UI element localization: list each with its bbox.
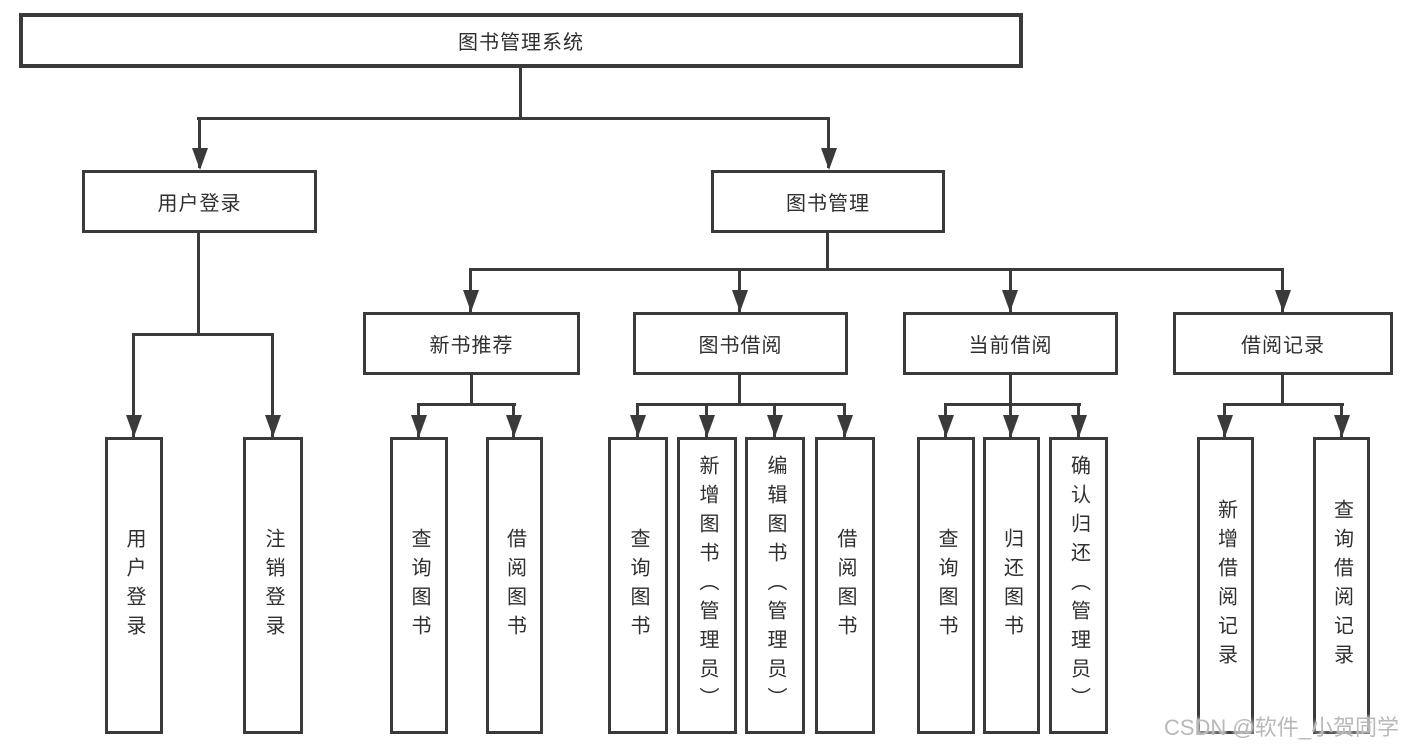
node-root: 图书管理系统	[19, 13, 1023, 68]
arrowhead-down-icon	[821, 148, 837, 170]
node-book-borrow: 图书借阅	[633, 312, 848, 375]
leaf-label: 借阅图书	[834, 527, 856, 644]
leaf-label: 归还图书	[1000, 527, 1023, 644]
arrowhead-down-icon	[1334, 415, 1350, 437]
connector-line	[1281, 373, 1284, 406]
connector-line	[470, 373, 473, 406]
leaf-label: 注销登录	[262, 527, 284, 644]
leaf-label: 查询图书	[935, 527, 957, 644]
leaf-label: 新增借阅记录	[1214, 498, 1237, 673]
connector-line	[1223, 403, 1344, 406]
leaf-label: 用户登录	[123, 527, 145, 644]
leaf-borrow-borrow-books: 借阅图书	[815, 437, 875, 734]
arrowhead-down-icon	[767, 415, 783, 437]
arrowhead-down-icon	[732, 290, 748, 312]
leaf-borrow-edit-books-admin: 编辑图书（管理员）	[745, 437, 805, 734]
arrowhead-down-icon	[126, 415, 142, 437]
leaf-current-query-books: 查询图书	[917, 437, 975, 734]
arrowhead-down-icon	[506, 415, 522, 437]
leaf-borrow-query-books: 查询图书	[608, 437, 668, 734]
node-new-book-recommend: 新书推荐	[363, 312, 580, 375]
leaf-newrec-borrow-books: 借阅图书	[486, 437, 543, 734]
node-user-login: 用户登录	[82, 170, 317, 233]
arrowhead-down-icon	[265, 415, 281, 437]
connector-line	[826, 231, 829, 271]
node-current-borrow: 当前借阅	[903, 312, 1118, 375]
leaf-label: 新增图书（管理员）	[696, 455, 718, 716]
connector-line	[944, 403, 1081, 406]
connector-line	[271, 333, 274, 437]
connector-line	[417, 403, 516, 406]
arrowhead-down-icon	[463, 290, 479, 312]
leaf-label: 借阅图书	[503, 527, 526, 644]
leaf-label: 确认归还（管理员）	[1067, 455, 1090, 716]
leaf-records-add-record: 新增借阅记录	[1197, 437, 1254, 734]
arrowhead-down-icon	[1003, 415, 1019, 437]
connector-line	[198, 117, 201, 168]
connector-line	[132, 333, 274, 336]
node-book-management: 图书管理	[711, 170, 945, 233]
connector-line	[197, 117, 830, 120]
connector-line	[469, 268, 1284, 271]
arrowhead-down-icon	[411, 415, 427, 437]
arrowhead-down-icon	[630, 415, 646, 437]
leaf-user-login: 用户登录	[105, 437, 163, 734]
connector-line	[519, 66, 522, 119]
arrowhead-down-icon	[938, 415, 954, 437]
connector-line	[636, 403, 846, 406]
connector-line	[1009, 373, 1012, 406]
leaf-label: 查询图书	[408, 527, 430, 644]
arrowhead-down-icon	[699, 415, 715, 437]
arrowhead-down-icon	[1002, 290, 1018, 312]
connector-line	[197, 231, 200, 336]
leaf-borrow-add-books-admin: 新增图书（管理员）	[677, 437, 737, 734]
connector-line	[827, 117, 830, 168]
leaf-label: 查询图书	[627, 527, 649, 644]
leaf-current-confirm-return-admin: 确认归还（管理员）	[1049, 437, 1108, 734]
arrowhead-down-icon	[1275, 290, 1291, 312]
arrowhead-down-icon	[1217, 415, 1233, 437]
arrowhead-down-icon	[192, 148, 208, 170]
node-borrow-records: 借阅记录	[1173, 312, 1393, 375]
arrowhead-down-icon	[1071, 415, 1087, 437]
leaf-label: 查询借阅记录	[1330, 498, 1353, 673]
leaf-label: 编辑图书（管理员）	[764, 455, 786, 716]
leaf-newrec-query-books: 查询图书	[390, 437, 448, 734]
leaf-records-query-record: 查询借阅记录	[1313, 437, 1370, 734]
connector-line	[738, 373, 741, 406]
leaf-current-return-books: 归还图书	[983, 437, 1040, 734]
connector-line	[132, 333, 135, 437]
leaf-logout: 注销登录	[243, 437, 303, 734]
csdn-watermark: CSDN @软件_小贺同学	[1163, 715, 1399, 740]
arrowhead-down-icon	[837, 415, 853, 437]
